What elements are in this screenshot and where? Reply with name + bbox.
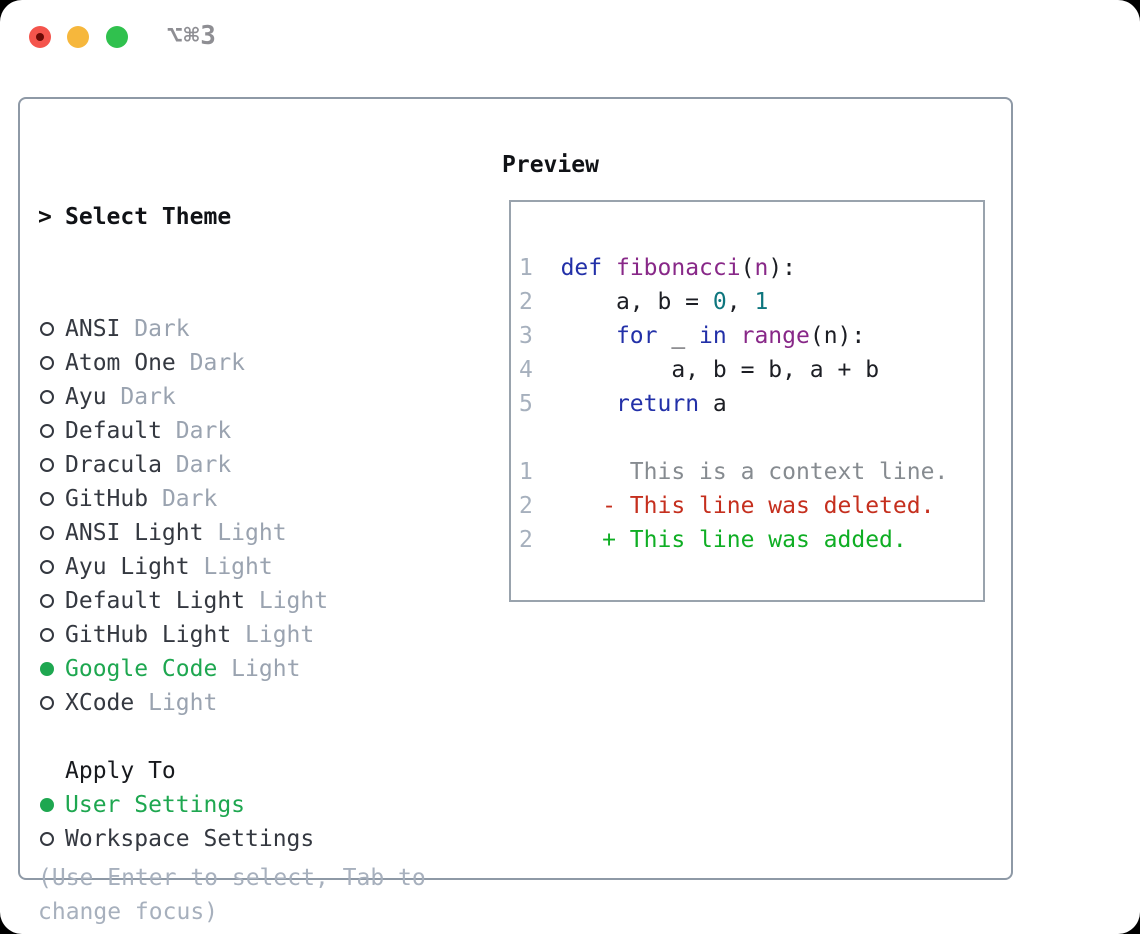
code-line (519, 421, 983, 455)
theme-option-label: Ayu Light (65, 554, 190, 580)
radio-selected-icon (40, 798, 54, 812)
theme-option-label: Ayu (65, 384, 107, 410)
cursor-marker-icon: > (38, 204, 52, 230)
theme-option-label: GitHub Light (65, 622, 232, 648)
window-title: ⌥⌘3 (167, 21, 217, 51)
theme-option-ayu-dark[interactable]: Ayu Dark (38, 380, 328, 414)
theme-variant-label: Light (203, 520, 287, 546)
theme-option-dracula-dark[interactable]: Dracula Dark (38, 448, 328, 482)
apply-to-title: Apply To (65, 758, 176, 784)
apply-to-header: Apply To (38, 754, 328, 788)
radio-unselected-icon (40, 492, 54, 506)
radio-unselected-icon (40, 560, 54, 574)
theme-option-xcode-light[interactable]: XCode Light (38, 686, 328, 720)
theme-variant-label: Dark (148, 486, 218, 512)
theme-option-label: Default (65, 418, 162, 444)
radio-unselected-icon (40, 424, 54, 438)
zoom-button[interactable] (106, 26, 128, 48)
theme-option-ansi-light-light[interactable]: ANSI Light Light (38, 516, 328, 550)
theme-list-title: Select Theme (65, 204, 232, 230)
window-titlebar: ⌥⌘3 (0, 0, 1140, 76)
radio-unselected-icon (40, 696, 54, 710)
theme-variant-label: Dark (175, 350, 246, 376)
radio-selected-icon (40, 662, 54, 676)
theme-option-ansi-dark[interactable]: ANSI Dark (38, 312, 328, 346)
preview-pane: 1 def fibonacci(n): 2 a, b = 0, 1 3 for _ … (509, 200, 985, 602)
preview-title: Preview (502, 152, 599, 178)
theme-option-atom-one-dark[interactable]: Atom One Dark (38, 346, 328, 380)
theme-variant-label: Light (231, 622, 315, 648)
theme-variant-label: Dark (161, 452, 232, 478)
radio-unselected-icon (40, 526, 54, 540)
code-line: 1 This is a context line. (519, 459, 949, 485)
theme-variant-label: Light (189, 554, 273, 580)
apply-option-user-settings[interactable]: User Settings (38, 788, 328, 822)
theme-option-label: Google Code (65, 656, 218, 682)
minimize-button[interactable] (67, 26, 89, 48)
theme-option-label: Atom One (65, 350, 176, 376)
radio-unselected-icon (40, 322, 54, 336)
code-line: 4 a, b = b, a + b (519, 357, 880, 383)
theme-option-label: ANSI (65, 316, 121, 342)
theme-option-label: Dracula (65, 452, 162, 478)
radio-unselected-icon (40, 832, 54, 846)
help-line: (Use Enter to select, Tab to (38, 865, 426, 891)
radio-unselected-icon (40, 594, 54, 608)
code-line: 3 for _ in range(n): (519, 323, 866, 349)
theme-list-header: > Select Theme (38, 200, 328, 234)
theme-variant-label: Dark (106, 384, 176, 410)
help-text: (Use Enter to select, Tab to change focus… (38, 759, 426, 929)
code-line: 2 a, b = 0, 1 (519, 289, 769, 315)
radio-unselected-icon (40, 356, 54, 370)
radio-unselected-icon (40, 628, 54, 642)
code-line: 5 return a (519, 391, 727, 417)
theme-option-default-dark[interactable]: Default Dark (38, 414, 328, 448)
code-line: 2 + This line was added. (519, 527, 907, 553)
theme-option-label: ANSI Light (65, 520, 204, 546)
close-button[interactable] (29, 26, 51, 48)
theme-option-github-dark[interactable]: GitHub Dark (38, 482, 328, 516)
radio-unselected-icon (40, 390, 54, 404)
help-line: change focus) (38, 899, 219, 925)
theme-option-ayu-light-light[interactable]: Ayu Light Light (38, 550, 328, 584)
apply-option-workspace-settings[interactable]: Workspace Settings (38, 822, 328, 856)
apply-option-label: User Settings (65, 792, 246, 818)
theme-option-label: Default Light (65, 588, 246, 614)
theme-variant-label: Light (134, 690, 218, 716)
theme-option-github-light-light[interactable]: GitHub Light Light (38, 618, 328, 652)
radio-unselected-icon (40, 458, 54, 472)
theme-variant-label: Dark (161, 418, 232, 444)
code-line: 2 - This line was deleted. (519, 493, 935, 519)
theme-option-label: XCode (65, 690, 135, 716)
theme-variant-label: Light (217, 656, 301, 682)
apply-option-label: Workspace Settings (65, 826, 315, 852)
theme-variant-label: Light (245, 588, 329, 614)
theme-variant-label: Dark (120, 316, 190, 342)
code-line: 1 def fibonacci(n): (519, 255, 797, 281)
theme-option-label: GitHub (65, 486, 149, 512)
theme-option-default-light-light[interactable]: Default Light Light (38, 584, 328, 618)
theme-option-google-code-light[interactable]: Google Code Light (38, 652, 328, 686)
